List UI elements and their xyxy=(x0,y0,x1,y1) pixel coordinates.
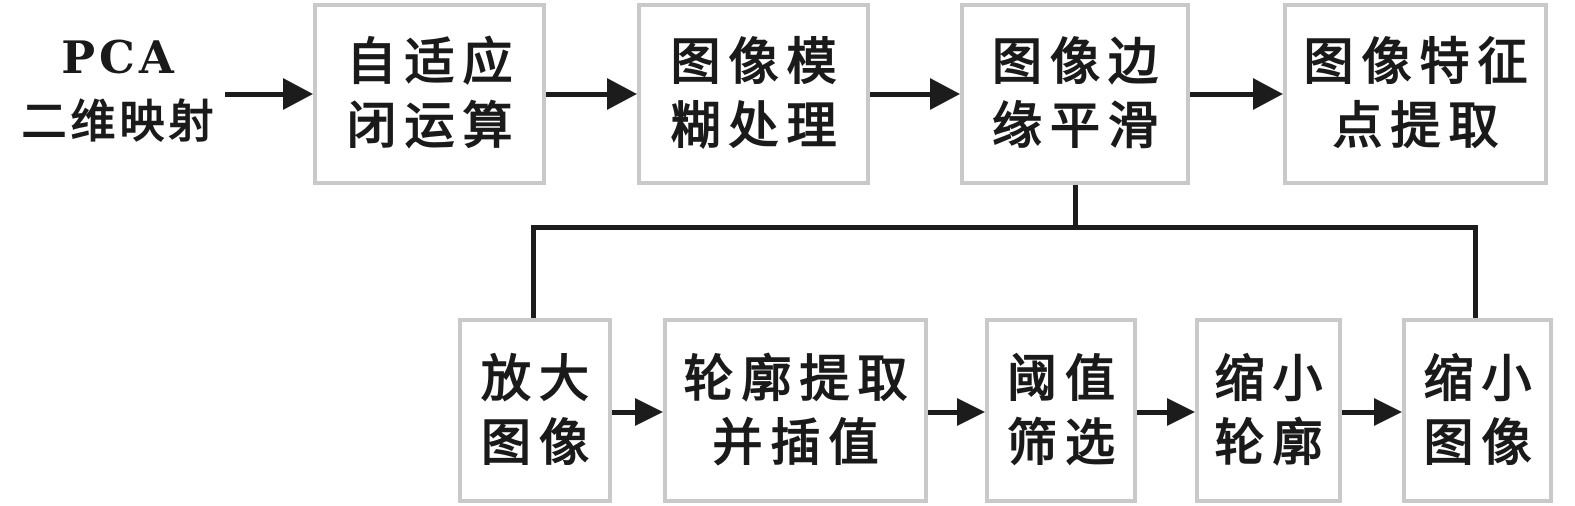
arrow-head-icon xyxy=(607,78,637,110)
arrow-head-icon xyxy=(1374,398,1402,426)
node-feature-point-extraction: 图像特征 点提取 xyxy=(1283,3,1548,185)
node-enlarge-image: 放大 图像 xyxy=(458,318,612,503)
node-label-line: 糊处理 xyxy=(670,96,845,155)
arrow-shaft xyxy=(1190,91,1253,97)
arrow-shaft xyxy=(870,91,930,97)
node-label-line: 图像 xyxy=(1423,412,1540,472)
node-label-line: 闭运算 xyxy=(346,96,521,155)
connector-down-to-enlarge-image xyxy=(531,225,536,318)
node-label-line: 轮廓提取 xyxy=(683,348,916,408)
node-shrink-contour: 缩小 轮廓 xyxy=(1195,318,1342,503)
arrow-shrink-contour-to-shrink-image xyxy=(1342,398,1402,426)
arrow-head-icon xyxy=(283,78,313,110)
node-pca-2d-mapping: PCA 二维映射 xyxy=(10,20,225,160)
arrow-adaptive-closing-to-image-blur xyxy=(546,78,637,110)
arrow-enlarge-to-contour-extract xyxy=(612,398,663,426)
node-label-line: 图像边 xyxy=(992,32,1166,91)
arrow-shaft xyxy=(1342,409,1374,415)
connector-horizontal-branch xyxy=(531,225,1478,230)
node-label-line: 二维映射 xyxy=(21,95,218,148)
node-label-line: 自适应 xyxy=(346,32,521,91)
arrow-shaft xyxy=(1137,409,1167,415)
node-label-line: 缩小 xyxy=(1214,348,1331,408)
arrow-head-icon xyxy=(957,398,985,426)
arrow-contour-extract-to-threshold xyxy=(928,398,985,426)
node-threshold-filter: 阈值 筛选 xyxy=(985,318,1137,503)
connector-down-from-edge-smoothing xyxy=(1073,185,1078,230)
arrow-head-icon xyxy=(1253,78,1283,110)
node-label-line: 缘平滑 xyxy=(992,96,1166,155)
node-edge-smoothing: 图像边 缘平滑 xyxy=(960,3,1190,185)
node-label-line: 阈值 xyxy=(1007,348,1123,408)
node-label-line: 图像特征 xyxy=(1303,32,1536,91)
arrow-shaft xyxy=(928,409,957,415)
node-label-line: 点提取 xyxy=(1332,96,1507,155)
node-label-line: 图像模 xyxy=(670,32,845,91)
node-label-line: PCA xyxy=(61,31,178,84)
node-label-line: 图像 xyxy=(481,412,597,472)
node-label-line: 放大 xyxy=(481,348,597,408)
arrow-head-icon xyxy=(930,78,960,110)
node-label-line: 缩小 xyxy=(1423,348,1540,408)
arrow-head-icon xyxy=(635,398,663,426)
arrow-threshold-to-shrink-contour xyxy=(1137,398,1195,426)
node-label-line: 筛选 xyxy=(1007,412,1123,472)
node-label-line: 轮廓 xyxy=(1214,412,1331,472)
node-contour-extract-interpolate: 轮廓提取 并插值 xyxy=(663,318,928,503)
node-image-blur: 图像模 糊处理 xyxy=(637,3,870,185)
arrow-head-icon xyxy=(1167,398,1195,426)
arrow-edge-smoothing-to-feature-extraction xyxy=(1190,78,1283,110)
arrow-pca-to-adaptive-closing xyxy=(225,78,313,110)
node-shrink-image: 缩小 图像 xyxy=(1402,318,1553,503)
node-label-line: 并插值 xyxy=(712,412,887,472)
arrow-image-blur-to-edge-smoothing xyxy=(870,78,960,110)
node-adaptive-closing: 自适应 闭运算 xyxy=(313,3,546,185)
arrow-shaft xyxy=(612,409,635,415)
arrow-shaft xyxy=(546,91,607,97)
arrow-shaft xyxy=(225,91,283,97)
connector-down-to-shrink-image xyxy=(1473,225,1478,318)
